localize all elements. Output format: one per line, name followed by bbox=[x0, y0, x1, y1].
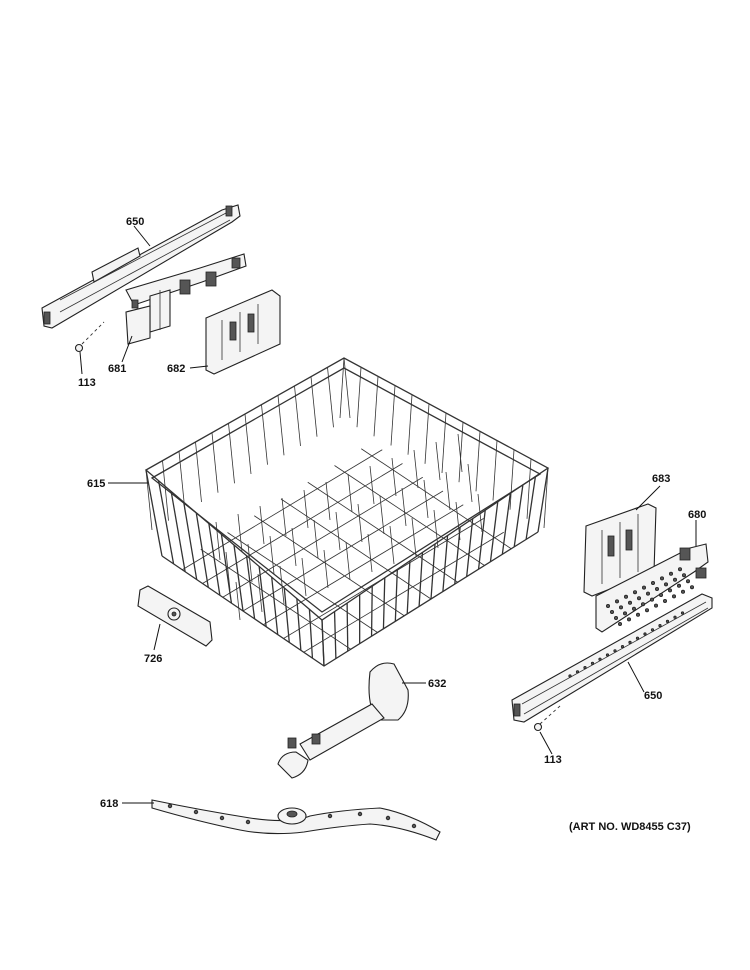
dish-rack-615 bbox=[144, 357, 550, 667]
callout-632: 632 bbox=[428, 678, 446, 690]
callout-618: 618 bbox=[100, 798, 118, 810]
callout-682: 682 bbox=[167, 363, 185, 375]
spray-arm-618 bbox=[151, 799, 441, 841]
spray-manifold-632 bbox=[277, 662, 409, 779]
clip-680 bbox=[595, 543, 709, 633]
bracket-682 bbox=[205, 289, 281, 375]
callout-113-upper: 113 bbox=[78, 377, 96, 389]
callout-680: 680 bbox=[688, 509, 706, 521]
screw-113-lower bbox=[533, 705, 561, 732]
bracket-683 bbox=[583, 503, 657, 597]
callout-726: 726 bbox=[144, 653, 162, 665]
leader-lines bbox=[79, 225, 697, 804]
callout-113-lower: 113 bbox=[544, 754, 562, 766]
callout-650-upper: 650 bbox=[126, 216, 144, 228]
rail-650-upper bbox=[41, 204, 241, 329]
art-number: (ART NO. WD8455 C37) bbox=[569, 821, 691, 833]
clip-681 bbox=[125, 253, 247, 345]
rail-650-lower bbox=[511, 593, 713, 723]
callout-683: 683 bbox=[652, 473, 670, 485]
screw-113-upper bbox=[74, 321, 105, 353]
callout-681: 681 bbox=[108, 363, 126, 375]
callout-650-lower: 650 bbox=[644, 690, 662, 702]
callout-615: 615 bbox=[87, 478, 105, 490]
cover-726 bbox=[137, 585, 213, 647]
